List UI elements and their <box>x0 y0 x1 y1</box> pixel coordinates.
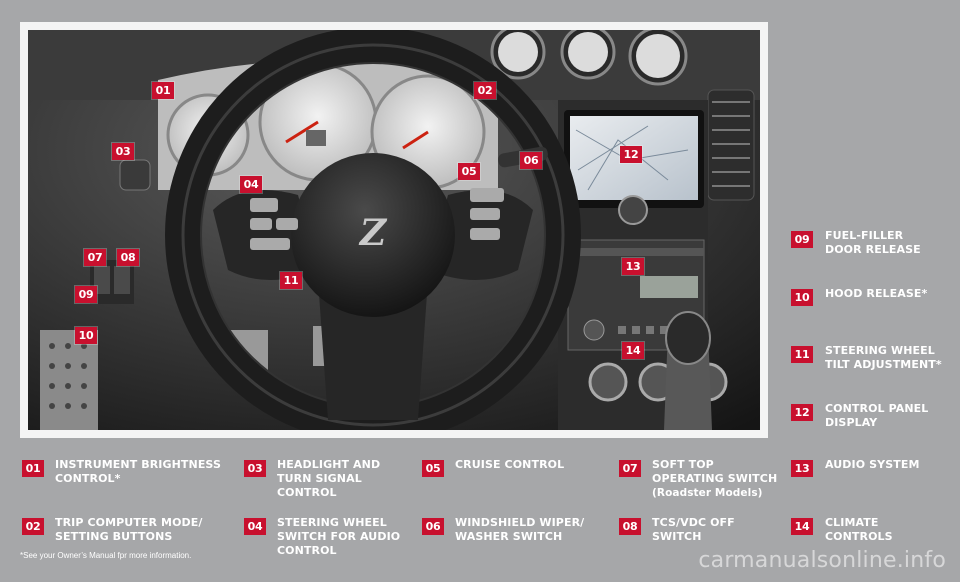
svg-text:Z: Z <box>358 212 388 254</box>
legend-badge-04: 04 <box>244 518 266 535</box>
photo-badge-10: 10 <box>75 327 97 344</box>
legend-badge-01: 01 <box>22 460 44 477</box>
dashboard-illustration: Z <box>28 30 760 430</box>
photo-badge-07: 07 <box>84 249 106 266</box>
legend-badge-07: 07 <box>619 460 641 477</box>
legend-label-05: CRUISE CONTROL <box>455 458 565 471</box>
photo-badge-04: 04 <box>240 176 262 193</box>
footnote: *See your Owner’s Manual fpr more inform… <box>20 551 192 560</box>
legend-label-08: TCS/VDC OFF SWITCH <box>652 516 735 543</box>
legend-label-07-sub: (Roadster Models) <box>652 487 763 499</box>
legend-label-07: SOFT TOP OPERATING SWITCH (Roadster Mode… <box>652 458 782 500</box>
legend-badge-06: 06 <box>422 518 444 535</box>
watermark: carmanualsonline.info <box>698 548 946 573</box>
legend-label-01: INSTRUMENT BRIGHTNESS CONTROL* <box>55 458 221 485</box>
photo-badge-13: 13 <box>622 258 644 275</box>
legend-label-09: FUEL-FILLER DOOR RELEASE <box>825 229 921 256</box>
legend-badge-02: 02 <box>22 518 44 535</box>
photo-badge-03: 03 <box>112 143 134 160</box>
photo-badge-08: 08 <box>117 249 139 266</box>
legend-label-07-main: SOFT TOP OPERATING SWITCH <box>652 458 778 485</box>
dashboard-photo: Z <box>28 30 760 430</box>
legend-label-02: TRIP COMPUTER MODE/ SETTING BUTTONS <box>55 516 203 543</box>
legend-label-06: WINDSHIELD WIPER/ WASHER SWITCH <box>455 516 585 543</box>
legend-badge-08: 08 <box>619 518 641 535</box>
photo-badge-06: 06 <box>520 152 542 169</box>
photo-badge-12: 12 <box>620 146 642 163</box>
legend-label-04: STEERING WHEEL SWITCH FOR AUDIO CONTROL <box>277 516 401 557</box>
photo-badge-11: 11 <box>280 272 302 289</box>
legend-badge-03: 03 <box>244 460 266 477</box>
legend-label-12: CONTROL PANEL DISPLAY <box>825 402 929 429</box>
dashboard-photo-frame: Z <box>20 22 768 438</box>
legend-badge-13: 13 <box>791 460 813 477</box>
legend-label-11: STEERING WHEEL TILT ADJUSTMENT* <box>825 344 942 371</box>
legend-badge-10: 10 <box>791 289 813 306</box>
photo-badge-02: 02 <box>474 82 496 99</box>
photo-badge-01: 01 <box>152 82 174 99</box>
photo-badge-05: 05 <box>458 163 480 180</box>
legend-badge-09: 09 <box>791 231 813 248</box>
legend-badge-11: 11 <box>791 346 813 363</box>
legend-label-03: HEADLIGHT AND TURN SIGNAL CONTROL <box>277 458 381 499</box>
legend-label-13: AUDIO SYSTEM <box>825 458 920 471</box>
legend-badge-12: 12 <box>791 404 813 421</box>
photo-badge-09: 09 <box>75 286 97 303</box>
photo-badge-14: 14 <box>622 342 644 359</box>
legend-label-10: HOOD RELEASE* <box>825 287 928 300</box>
legend-badge-05: 05 <box>422 460 444 477</box>
legend-label-14: CLIMATE CONTROLS <box>825 516 893 543</box>
legend-badge-14: 14 <box>791 518 813 535</box>
